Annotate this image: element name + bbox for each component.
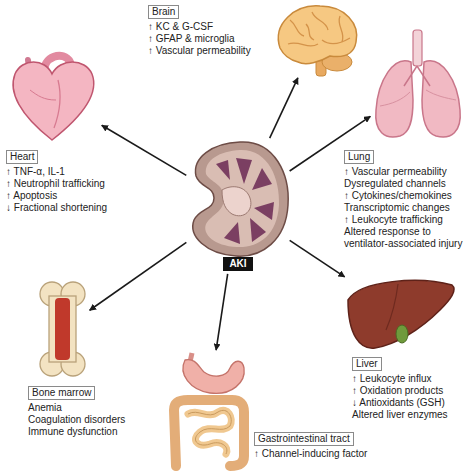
right-lung [422,61,460,137]
brain-gyrus [322,38,350,44]
effect-item: ↓ Fractional shortening [6,202,138,214]
effect-item: ↑ GFAP & microglia [148,33,268,45]
lung-node: Lung↑ Vascular permeabilityDysregulated … [372,28,464,140]
effect-item: ↑ Neutrophil trafficking [6,178,138,190]
effect-item: Immune dysfunction [28,426,148,438]
effect-arrow [216,274,228,350]
effect-item: Dysregulated channels [344,178,468,190]
effect-item: Transcriptomic changes [344,202,468,214]
organ-heading: Liver [352,357,382,371]
organ-heading: Brain [148,5,179,19]
bronchus [404,66,430,86]
heading-row: Lung [344,150,468,166]
liver-illustration [348,280,454,348]
heading-row: AKI [188,257,288,271]
brain-gyrus [339,16,343,42]
heart-node: Heart↑ TNF-α, IL-1↑ Neutrophil trafficki… [8,52,100,142]
text-panel: Heart ↑ TNF-α, IL-1↑ Neutrophil trafficki… [6,150,138,214]
text-panel: Brain ↑ KC & G-CSF↑ GFAP & microglia↑ Vas… [148,5,268,57]
small-intestine [188,410,231,454]
effect-item: ↑ TNF-α, IL-1 [6,166,138,178]
effect-item: ↑ Oxidation products [352,385,468,397]
heart-vessel [30,90,56,100]
gallbladder [396,325,408,343]
lung-fissure [380,90,456,106]
heading-row: Heart [6,150,138,166]
effect-item: ↑ Leukocyte influx [352,373,468,385]
kidney-pelvis [222,187,251,216]
organ-heading: Bone marrow [28,386,95,400]
left-lung [376,61,413,137]
effect-item: Altered response to ventilator-associate… [344,226,468,250]
effect-item: ↑ KC & G-CSF [148,21,268,33]
medullary-pyramid [224,222,240,244]
condition-label: AKI [223,257,252,271]
heart-vessel [54,80,60,128]
medullary-pyramid [216,160,230,180]
cerebrum [278,6,356,64]
heading-row: Brain [148,5,268,21]
effect-arrow [290,240,345,277]
kidney-cortex [205,150,279,247]
effect-item: ↑ Leukocyte trafficking [344,214,468,226]
stomach [183,360,244,394]
brain-gyrus [288,43,318,46]
liver-outline [348,280,454,348]
text-panel: Liver ↑ Leukocyte influx↑ Oxidation produ… [352,357,468,421]
brain-gyrus [290,20,304,36]
text-panel: Bone marrowAnemiaCoagulation disordersIm… [28,386,148,438]
effect-item: ↑ Channel-inducing factor [254,448,370,460]
text-panel: AKI [188,257,288,271]
liver-node: Liver↑ Leukocyte influx↑ Oxidation produ… [346,278,458,352]
effect-item: Coagulation disorders [28,414,148,426]
liver-lobe-line [386,284,398,330]
brain-gyrus [312,12,328,30]
heading-row: Bone marrow [28,386,148,402]
effect-item: ↑ Vascular permeability [148,45,268,57]
effect-item: ↓ Antioxidants (GSH) [352,397,468,409]
medullary-pyramid [236,158,252,184]
brain-node: Brain↑ KC & G-CSF↑ GFAP & microglia↑ Vas… [272,2,360,76]
heart-illustration [13,56,94,140]
effect-arrow [102,125,187,175]
effect-item: ↑ Cytokines/chemokines [344,190,468,202]
organ-heading: Lung [344,150,374,164]
heading-row: Liver [352,357,468,373]
effect-arrow [90,242,187,310]
medullary-pyramid [252,168,272,190]
small-intestine-edge [188,410,231,454]
text-panel: Lung ↑ Vascular permeabilityDysregulated … [344,150,468,250]
gi-node: Gastrointestinal tract↑ Channel-inducing… [164,352,250,468]
effect-item: Anemia [28,402,148,414]
heading-row: Gastrointestinal tract [254,432,370,448]
bone-marrow-cavity [55,298,70,360]
brain-gyrus [306,24,314,40]
effect-item: ↑ Vascular permeability [344,166,468,178]
heart-outline [13,62,94,140]
lung-illustration [376,30,460,137]
bone-marrow-node: Bone marrowAnemiaCoagulation disordersIm… [38,280,88,378]
kidney-node: AKI [188,140,288,272]
organ-heading: Heart [6,150,38,164]
gi-illustration [174,353,244,466]
effect-arrow [270,78,298,138]
medullary-pyramid [254,202,274,220]
kidney-outline [193,142,288,256]
effect-item: ↑ Apoptosis [6,190,138,202]
medullary-pyramid [250,218,266,242]
kidney-illustration [193,142,288,256]
brain-illustration [278,6,356,76]
effect-item: Altered liver enzymes [352,409,468,421]
organ-heading: Gastrointestinal tract [254,432,354,446]
text-panel: Gastrointestinal tract ↑ Channel-inducing… [254,432,370,460]
trachea [413,30,422,66]
bone-illustration [40,282,85,376]
bone-shaft [49,296,76,362]
large-intestine [174,400,244,466]
